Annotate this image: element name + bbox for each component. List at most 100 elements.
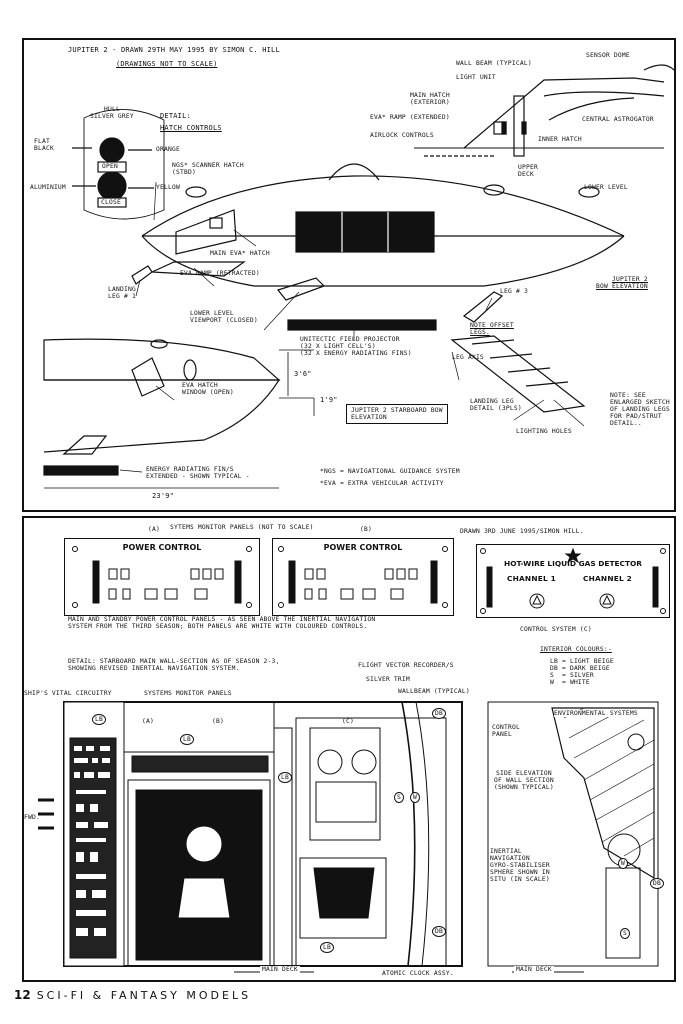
panels-caption: MAIN AND STANDBY POWER CONTROL PANELS - … <box>68 616 376 630</box>
hatch-window <box>209 217 223 229</box>
systems-monitor-label: SYSTEMS MONITOR PANELS <box>144 690 232 697</box>
drawing-subtitle: (DRAWINGS NOT TO SCALE) <box>116 60 218 68</box>
close-button <box>97 171 127 201</box>
main-viewport <box>295 211 435 253</box>
upper-deck-label: UPPER DECK <box>518 164 538 178</box>
airlock-controls-label: AIRLOCK CONTROLS <box>370 132 434 139</box>
colour-tag-db-2: DB <box>432 926 446 937</box>
leg-3-label: LEG # 3 <box>500 288 528 295</box>
eva-hatch-window-label: EVA HATCH WINDOW (OPEN) <box>182 382 234 396</box>
colour-tag-lb-4: LB <box>320 942 334 953</box>
main-deck-label: MAIN DECK <box>260 966 300 973</box>
hatch-detail-outline <box>83 109 165 220</box>
gas-detector-title: HOT-WIRE LIQUID GAS DETECTOR <box>504 559 642 568</box>
panels-title-b: (B) <box>360 526 372 533</box>
power-control-panel-b: POWER CONTROL <box>272 538 454 616</box>
inertial-navigation-label: INERTIAL NAVIGATION GYRO-STABILISER SPHE… <box>490 848 550 883</box>
channel-1-label: CHANNEL 1 <box>507 574 556 583</box>
section-c-label: (C) <box>342 718 354 725</box>
flat-black-label: FLAT BLACK <box>34 138 54 152</box>
colour-key: LB = LIGHT BEIGE DB = DARK BEIGE S = SIL… <box>550 658 614 686</box>
eva-hatch-window <box>131 357 165 397</box>
magazine-name: SCI-FI & FANTASY MODELS <box>36 989 252 1002</box>
section-b-label: (B) <box>212 718 224 725</box>
detail-caption: DETAIL: STARBOARD MAIN WALL-SECTION AS O… <box>68 658 280 672</box>
unitectic-field-projector <box>287 319 437 331</box>
lower-viewport-label: LOWER LEVEL VIEWPORT (CLOSED) <box>190 310 258 324</box>
dimension-3-6: 3'6" <box>294 370 312 378</box>
sensor-dome <box>643 64 674 71</box>
landing-leg-1 <box>131 265 153 285</box>
energy-fins-label: ENERGY RADIATING FIN/S EXTENDED - SHOWN … <box>146 466 250 480</box>
colour-tag-lb-3: LB <box>278 772 292 783</box>
fwd-label: FWD. <box>24 814 40 821</box>
open-button <box>99 137 125 163</box>
eva-definition: *EVA = EXTRA VEHICULAR ACTIVITY <box>320 480 444 487</box>
close-label: CLOSE <box>101 199 121 206</box>
main-deck-label-2: MAIN DECK <box>514 966 554 973</box>
orange-label: ORANGE <box>156 146 180 153</box>
landing-leg-strut <box>450 335 586 413</box>
sensor-dome-label: SENSOR DOME <box>586 52 630 59</box>
main-eva-hatch <box>175 209 237 255</box>
interior-colours-title: INTERIOR COLOURS:- <box>540 646 612 653</box>
colour-tag-s-2: S <box>620 928 630 939</box>
colour-tag-s-1: S <box>394 792 404 803</box>
leg-3 <box>462 291 504 323</box>
landing-leg-detail-label: LANDING LEG DETAIL (3PLS) <box>470 398 522 412</box>
open-plate <box>97 161 127 173</box>
inner-hatch-label: INNER HATCH <box>538 136 582 143</box>
vital-circuitry-label: SHIP'S VITAL CIRCUITRY <box>24 690 112 697</box>
power-control-panel-a: POWER CONTROL <box>64 538 260 616</box>
wall-beam <box>463 77 665 149</box>
lower-viewport <box>276 277 326 301</box>
landing-leg-1-label: LANDING LEG # 1 <box>108 286 136 300</box>
section-a-label: (A) <box>142 718 154 725</box>
colour-tag-db-1: DB <box>432 708 446 719</box>
bow-elevation-label: JUPITER 2 BOW ELEVATION <box>596 276 648 290</box>
main-eva-hatch-label: MAIN EVA* HATCH <box>210 250 270 257</box>
drawn-date: DRAWN 3RD JUNE 1995/SIMON HILL. <box>460 528 584 535</box>
drawing-title: JUPITER 2 - DRAWN 29th MAY 1995 BY SIMON… <box>68 46 280 54</box>
flight-vector-label: FLIGHT VECTOR RECORDER/S <box>358 662 454 669</box>
lighting-holes-label: LIGHTING HOLES <box>516 428 572 435</box>
environmental-label: ENVIRONMENTAL SYSTEMS <box>554 710 638 717</box>
fin-detail <box>62 435 108 455</box>
colour-tag-w-1: W <box>410 792 420 803</box>
dimension-1-9: 1'9" <box>320 396 338 404</box>
detail-label: DETAIL: <box>160 112 191 120</box>
jupiter2-exterior-drawing <box>43 64 674 489</box>
dimension-23-9: 23'9" <box>152 492 175 500</box>
note-offset-label: NOTE OFFSET LEGS. <box>470 322 514 336</box>
silver-trim-label: SILVER TRIM <box>366 676 410 683</box>
eva-ramp-extended-label: EVA* RAMP (EXTENDED) <box>370 114 450 121</box>
note-see-label: NOTE: SEE ENLARGED SKETCH OF LANDING LEG… <box>610 392 670 427</box>
eva-ramp-retracted <box>151 261 246 277</box>
jupiter2-bow-elevation-panel: JUPITER 2 - DRAWN 29th MAY 1995 BY SIMON… <box>22 38 676 512</box>
wallbeam-label: WALLBEAM (TYPICAL) <box>398 688 470 695</box>
atomic-clock-label: ATOMIC CLOCK ASSY. <box>382 970 454 977</box>
lower-level-label: LOWER LEVEL <box>584 184 628 191</box>
detail-sub-label: HATCH CONTROLS <box>160 124 222 132</box>
energy-radiating-fins <box>43 465 119 476</box>
close-plate <box>97 197 127 208</box>
colour-tag-db-3: DB <box>650 878 664 889</box>
starboard-lower-hull <box>43 379 281 453</box>
power-control-title-a: POWER CONTROL <box>122 543 202 552</box>
wall-beam-label: WALL BEAM (TYPICAL) <box>456 60 532 67</box>
eva-ramp-retracted-label: EVA RAMP (RETRACTED) <box>180 270 260 277</box>
starboard-upper-hull <box>43 338 281 381</box>
top-dome <box>328 163 380 181</box>
channel-2-label: CHANNEL 2 <box>583 574 632 583</box>
aluminium-label: ALUMINIUM <box>30 184 66 191</box>
control-system-label: CONTROL SYSTEM (C) <box>520 626 592 633</box>
wall-section-drawing <box>38 701 659 973</box>
colour-tag-lb-2: LB <box>180 734 194 745</box>
main-hatch-ext-label: MAIN HATCH (EXTERIOR) <box>410 92 450 106</box>
panels-title: SYTEMS MONITOR PANELS (NOT TO SCALE) <box>170 524 314 531</box>
colour-tag-w-2: W <box>618 858 628 869</box>
gas-detector-panel: HOT-WIRE LIQUID GAS DETECTOR CHANNEL 1 C… <box>476 544 670 618</box>
saucer-lower-hull <box>141 235 625 287</box>
control-panel-label: CONTROL PANEL <box>492 724 520 738</box>
